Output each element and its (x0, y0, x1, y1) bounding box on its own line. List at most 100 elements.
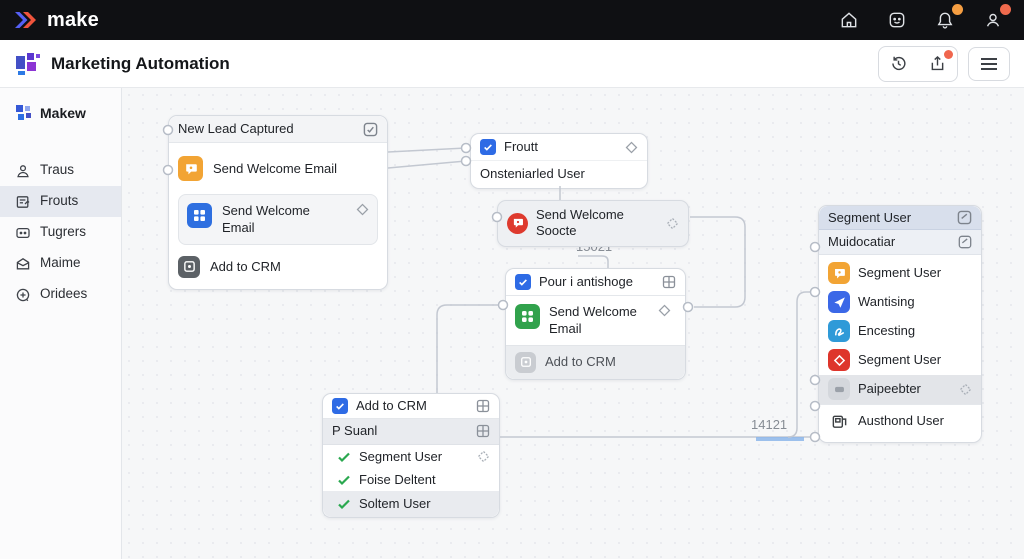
history-button[interactable] (879, 46, 918, 81)
diamond-icon[interactable] (356, 203, 369, 216)
node-header[interactable]: Froutt (471, 134, 647, 162)
export-button[interactable] (918, 46, 957, 81)
list-item-label: Segment User (359, 448, 443, 464)
checkbox-checked-icon[interactable] (480, 139, 496, 156)
node-header[interactable]: Add to CRM (323, 394, 499, 420)
node-segment-user[interactable]: Segment User Muidocatiar (818, 205, 982, 443)
sidebar-item-maime[interactable]: Maime (0, 248, 121, 279)
node-new-lead-captured[interactable]: New Lead Captured Send Welcome Email (168, 115, 388, 290)
list-item[interactable]: Wantising (819, 288, 981, 317)
list-item-label: Foise Deltent (359, 471, 436, 487)
list-item-label: Encesting (858, 322, 916, 338)
node-subtitle: Onsteniarled User (480, 166, 585, 182)
diamond-icon[interactable] (658, 304, 671, 317)
export-badge (944, 49, 953, 59)
sidebar-item-frouts[interactable]: Frouts (0, 186, 121, 217)
module-row-add-to-crm[interactable]: Add to CRM (178, 249, 378, 282)
make-logo-icon (15, 12, 36, 28)
page-title: Marketing Automation (51, 53, 230, 73)
history-icon (892, 56, 906, 71)
grid-app-icon (515, 304, 540, 330)
node-title: Pour i antishoge (539, 274, 633, 289)
apps-icon (889, 12, 905, 28)
list-item-label: Segment User (858, 351, 942, 367)
node-subtitle-row[interactable]: Onsteniarled User (471, 161, 647, 187)
node-title: Segment User (828, 209, 912, 225)
chat-bubble-icon (507, 212, 528, 234)
sidebar-logo-icon (16, 105, 31, 120)
sidebar-item-label: Traus (40, 162, 75, 178)
module-row-send-welcome-email[interactable]: Send Welcome Email (178, 147, 378, 190)
diamond-badge-icon (828, 349, 850, 371)
notifications-button[interactable] (932, 4, 963, 33)
list-item[interactable]: Segment User (819, 259, 981, 288)
grid-plus-icon[interactable] (476, 424, 490, 438)
menu-button[interactable] (968, 46, 1010, 81)
plus-circle-icon (16, 288, 30, 301)
node-add-to-crm[interactable]: Add to CRM P Suanl Segment User (322, 393, 500, 519)
list-item[interactable]: Paipeebter (819, 374, 981, 404)
module-label: Send Welcome Email (213, 160, 338, 176)
sidebar-nav: Traus Frouts Tugrers (0, 155, 121, 310)
node-subheader[interactable]: P Suanl (323, 419, 499, 445)
module-label: Send Welcome Email (549, 304, 637, 336)
list-item[interactable]: Soltem User (323, 491, 499, 518)
checkbox-outline-icon[interactable] (363, 122, 378, 137)
user-icon (17, 164, 29, 177)
node-header[interactable]: Segment User (819, 206, 981, 231)
sidebar-item-tugrers[interactable]: Tugrers (0, 217, 121, 248)
flow-canvas[interactable]: 15021 14121 New Lead Captured Send Welco… (122, 88, 1024, 559)
checkbox-outline-icon[interactable] (958, 235, 972, 249)
signature-icon (828, 320, 850, 342)
account-button[interactable] (980, 4, 1011, 33)
node-subheader[interactable]: Muidocatiar (819, 230, 981, 255)
list-item-label: Wantising (858, 293, 915, 309)
diamond-dashed-icon[interactable] (666, 217, 679, 230)
sidebar-item-oridees[interactable]: Oridees (0, 279, 121, 310)
make-brand[interactable]: make (14, 9, 99, 32)
node-title: New Lead Captured (178, 121, 294, 136)
node-send-welcome-soocte[interactable]: Send Welcome Soocte (497, 200, 689, 247)
list-item[interactable]: Encesting (819, 317, 981, 346)
list-item[interactable]: Austhond User (819, 403, 981, 440)
crm-icon (178, 255, 200, 278)
node-froutt[interactable]: Froutt Onsteniarled User (470, 133, 648, 189)
sidebar-item-traus[interactable]: Traus (0, 155, 121, 186)
form-icon (16, 195, 30, 208)
list-item[interactable]: Foise Deltent (323, 468, 499, 491)
list-item-label: Austhond User (858, 413, 944, 429)
scenario-logo-icon (16, 53, 40, 75)
diamond-icon[interactable] (625, 141, 638, 154)
id-card-icon (828, 411, 850, 433)
home-button[interactable] (836, 7, 862, 33)
grid-plus-icon[interactable] (662, 275, 676, 289)
sidebar-item-label: Maime (40, 255, 81, 271)
list-item[interactable]: Segment User (819, 346, 981, 375)
user-icon (986, 13, 1000, 27)
crm-icon (515, 351, 536, 373)
module-label: Send Welcome Email (222, 203, 310, 235)
list-item[interactable]: Segment User (323, 445, 499, 468)
diamond-dashed-icon[interactable] (477, 450, 490, 463)
node-pour-antishoge[interactable]: Pour i antishoge Send Welcome Email (505, 268, 686, 380)
checkbox-checked-icon[interactable] (515, 274, 531, 291)
mail-icon (16, 257, 30, 269)
sidebar: Makew Traus Frouts (0, 88, 122, 559)
sidebar-brand[interactable]: Makew (0, 100, 121, 125)
checkbox-outline-icon[interactable] (957, 210, 972, 225)
grid-plus-icon[interactable] (476, 399, 490, 413)
module-row-add-to-crm[interactable]: Add to CRM (506, 344, 685, 379)
node-header[interactable]: Pour i antishoge (506, 269, 685, 297)
diamond-dashed-icon[interactable] (959, 383, 972, 396)
paper-plane-icon (828, 291, 850, 313)
chat-bubble-icon (828, 262, 850, 284)
node-header[interactable]: New Lead Captured (169, 116, 387, 144)
node-title: Send Welcome Soocte (536, 207, 624, 239)
module-row-send-welcome-email-inset[interactable]: Send Welcome Email (178, 194, 378, 245)
export-icon (931, 56, 944, 71)
apps-button[interactable] (884, 7, 910, 33)
checkbox-checked-icon[interactable] (332, 398, 348, 415)
list-item-label: Soltem User (359, 496, 431, 511)
parameter-icon (828, 378, 850, 400)
